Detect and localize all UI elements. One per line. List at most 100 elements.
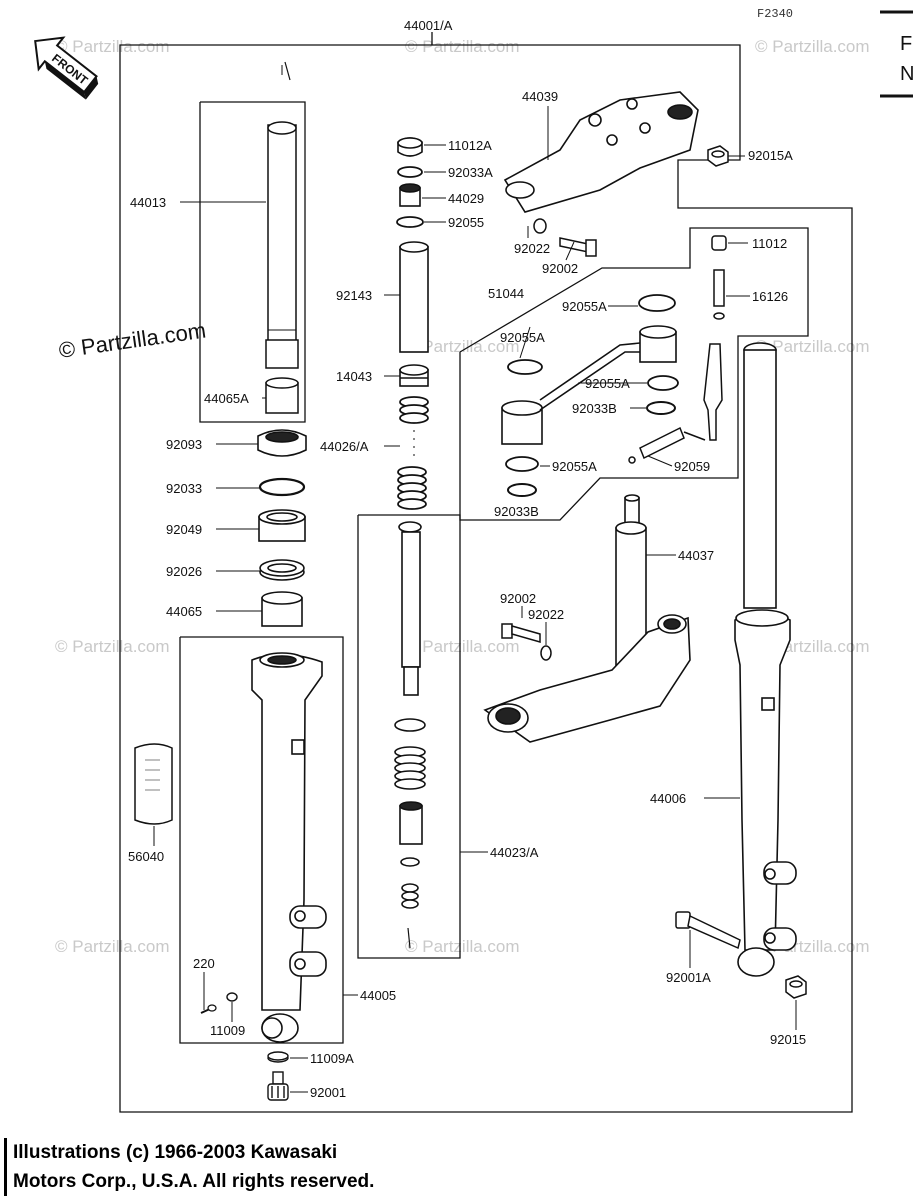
bolt-92001a [675, 911, 741, 950]
label-92033: 92033 [166, 481, 202, 496]
label-220: 220 [193, 956, 215, 971]
upper-bracket-44039 [503, 91, 699, 213]
label-44065: 44065 [166, 604, 202, 619]
circlip-92033b [646, 401, 676, 415]
label-92015: 92015 [770, 1032, 806, 1047]
label-92055: 92055 [448, 215, 484, 230]
copyright-line-1: Illustrations (c) 1966-2003 Kawasaki [13, 1142, 338, 1163]
bushing-44065 [261, 591, 303, 627]
label-92059: 92059 [674, 459, 710, 474]
label-92033b: 92033B [572, 401, 617, 416]
screw-220 [200, 1004, 217, 1014]
cap-11012a [397, 137, 423, 157]
label-44026a: 44026/A [320, 439, 369, 454]
washer-92026 [259, 559, 305, 581]
copyright-footer: Illustrations (c) 1966-2003 Kawasaki Mot… [4, 1138, 613, 1196]
bolt-92002-mid [501, 623, 541, 643]
outer-tube-44005 [251, 652, 327, 1043]
watermark-text: © Partzilla.com [405, 637, 520, 656]
nut-92015a [707, 145, 729, 167]
o-ring-92055a [638, 294, 676, 312]
watermark-text: © Partzilla.com [405, 337, 520, 356]
label-11012a: 11012A [448, 138, 492, 153]
label-92049: 92049 [166, 522, 202, 537]
spacer-92143 [399, 241, 429, 353]
o-ring-92055a [647, 375, 679, 391]
corner-letter: N [900, 63, 913, 85]
label-44065a: 44065A [204, 391, 249, 406]
label-16126: 16126 [752, 289, 788, 304]
label-92022: 92022 [514, 241, 550, 256]
assembly-frame [119, 32, 853, 1113]
label-44013: 44013 [130, 195, 166, 210]
label-92026: 92026 [166, 564, 202, 579]
label-92022: 92022 [528, 607, 564, 622]
label-92143: 92143 [336, 288, 372, 303]
label-92001a: 92001A [666, 970, 711, 985]
air-valve-16126 [713, 269, 725, 320]
label-44001a: 44001/A [404, 18, 453, 33]
o-ring-92033a [397, 166, 423, 178]
steering-stem-44037 [483, 494, 691, 743]
collar-14043 [399, 364, 429, 387]
part-labels: 44001/A 44039 92015A 11012A 92033A 44029… [128, 18, 806, 1100]
label-44029: 44029 [448, 191, 484, 206]
damper-rod-44023a [394, 521, 426, 949]
washer-11009 [226, 992, 238, 1002]
label-44037: 44037 [678, 548, 714, 563]
inner-tube-44013 [265, 61, 299, 369]
label-92055a: 92055A [562, 299, 607, 314]
air-fitting-92059 [628, 343, 723, 464]
bolt-11012 [711, 235, 727, 251]
label-92033a: 92033A [448, 165, 493, 180]
label-44006: 44006 [650, 791, 686, 806]
nut-92015 [785, 975, 807, 999]
washer-92049 [258, 509, 306, 542]
bolt-92002-top [559, 237, 597, 257]
washer-92022-top [533, 218, 547, 234]
watermark-main: © Partzilla.com [57, 318, 207, 363]
watermark-text: © Partzilla.com [755, 37, 870, 56]
label-14043: 14043 [336, 369, 372, 384]
watermark-text: © Partzilla.com [55, 37, 170, 56]
label-92002: 92002 [500, 591, 536, 606]
label-92093: 92093 [166, 437, 202, 452]
label-11009a: 11009A [310, 1051, 354, 1066]
copyright-line-2: Motors Corp., U.S.A. All rights reserved… [13, 1171, 375, 1192]
label-92015a: 92015A [748, 148, 793, 163]
watermark-text: © Partzilla.com [405, 37, 520, 56]
label-92002: 92002 [542, 261, 578, 276]
bolt-92001 [267, 1071, 289, 1101]
o-ring-92055a [505, 456, 539, 472]
label-92055a: 92055A [585, 376, 630, 391]
watermark-text: © Partzilla.com [755, 337, 870, 356]
o-ring-92055 [396, 216, 424, 228]
watermark-text: © Partzilla.com [55, 637, 170, 656]
valve-44029 [399, 183, 421, 207]
circlip-92033 [258, 477, 306, 497]
watermark-text: © Partzilla.com [55, 937, 170, 956]
label-44023a: 44023/A [490, 845, 539, 860]
fitting-51044 [501, 325, 677, 445]
watermark-text: © Partzilla.com [405, 937, 520, 956]
washer-11009a [267, 1051, 289, 1063]
label-92055a: 92055A [552, 459, 597, 474]
label-11012: 11012 [752, 236, 787, 251]
diagram-code: F2340 [757, 7, 793, 21]
label-51044: 51044 [488, 286, 524, 301]
oil-seal-92093 [257, 429, 307, 457]
label-44039: 44039 [522, 89, 558, 104]
label-92033b: 92033B [494, 504, 539, 519]
label-92055a: 92055A [500, 330, 545, 345]
bushing-44065a [265, 377, 299, 414]
label-92001: 92001 [310, 1085, 346, 1100]
decal-56040 [134, 743, 173, 825]
o-ring-92055a [507, 359, 543, 375]
corner-letter: F [900, 33, 912, 55]
circlip-92033b [507, 483, 537, 497]
washer-92022-mid [540, 645, 552, 661]
fork-tube-44006 [734, 342, 797, 977]
label-56040: 56040 [128, 849, 164, 864]
label-44005: 44005 [360, 988, 396, 1003]
